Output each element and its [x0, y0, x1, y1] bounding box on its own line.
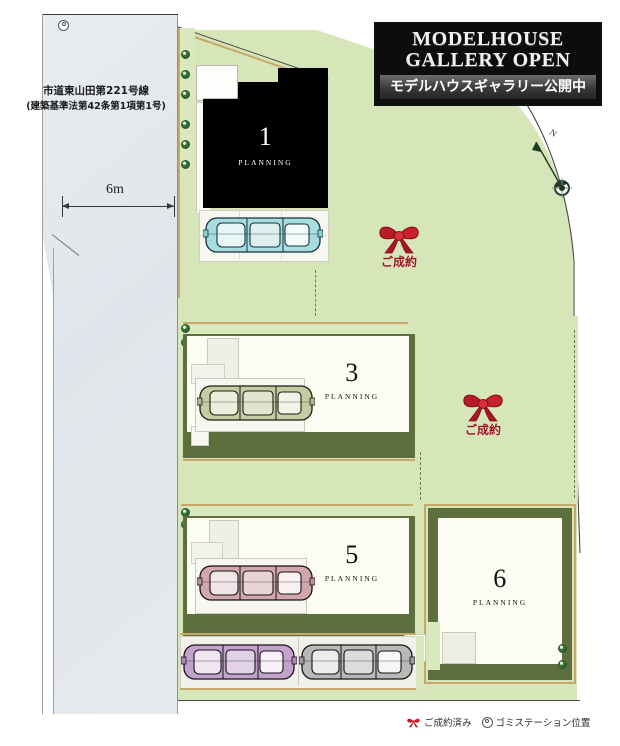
plant-icon	[558, 644, 567, 653]
lot-5-planning-label: PLANNING	[324, 574, 380, 583]
road-spec-text: (建築基準法第42条第1項第1号)	[26, 101, 166, 112]
lot-3-number-text: 3	[345, 358, 359, 387]
road-width-label: 6m	[106, 182, 124, 197]
lot-6-planning-label: PLANNING	[472, 598, 528, 607]
lot-1-number-text: 1	[258, 122, 273, 151]
site-south-boundary	[177, 700, 580, 701]
lot-1-group[interactable]: 1 PLANNING	[177, 20, 377, 298]
gallery-open-banner[interactable]: MODELHOUSE GALLERY OPEN モデルハウスギャラリー公開中	[374, 22, 602, 106]
lot-5-number: 5	[297, 542, 407, 568]
sold-mark-2: ご成約	[452, 390, 514, 438]
plant-icon	[181, 70, 190, 79]
lot-6-west-strip	[428, 622, 440, 670]
lot-5-tan-top	[181, 504, 413, 506]
road-area	[42, 14, 178, 714]
plant-icon	[181, 50, 190, 59]
banner-line-1: MODELHOUSE	[412, 28, 564, 50]
sold-mark-2-caption: ご成約	[464, 423, 501, 437]
dimension-arrow-right	[167, 202, 174, 209]
parcel-divider-dashed-3	[574, 330, 575, 498]
lot-5-group[interactable]: 5 PLANNING	[177, 502, 417, 642]
lot-3-number: 3	[297, 360, 407, 386]
legend: ご成約済み ゴミステーション位置	[406, 712, 606, 732]
car-icon-silver	[299, 639, 415, 685]
plant-icon	[181, 160, 190, 169]
road-kerb-vertical	[53, 248, 54, 714]
parcel-divider-dashed-1	[315, 270, 316, 316]
garbage-station-icon	[58, 20, 69, 31]
parking-row-tan-top	[180, 633, 416, 635]
banner-subtitle: モデルハウスギャラリー公開中	[380, 75, 596, 99]
ribbon-icon	[463, 394, 503, 422]
lot-1-number: 1	[203, 124, 328, 150]
lot-1-entry-pad	[196, 65, 238, 101]
lot-3-group[interactable]: 3 PLANNING	[177, 320, 417, 460]
lot-3-north-strip	[183, 325, 407, 334]
dimension-arrow-left	[62, 202, 69, 209]
compass-icon	[532, 141, 572, 198]
road-left-edge	[42, 14, 43, 714]
lot-6-number-text: 6	[493, 564, 507, 593]
lot-3-tan-top	[183, 322, 408, 324]
road-name-label: 市道東山田第221号線 (建築基準法第42条第1項第1号)	[6, 84, 186, 114]
sold-mark-1-caption: ご成約	[380, 255, 417, 269]
car-icon-teal	[203, 212, 323, 258]
dimension-line	[62, 206, 174, 207]
car-icon-rose	[197, 560, 315, 606]
site-lawn-middle-east	[560, 316, 578, 500]
lot-3-planning-label: PLANNING	[324, 392, 380, 401]
plant-icon	[181, 140, 190, 149]
lot-1-west-strip	[179, 28, 195, 170]
lot-5-north-strip	[183, 507, 407, 516]
lot-3-south-tan	[183, 459, 415, 461]
banner-line-2: GALLERY OPEN	[405, 49, 571, 71]
legend-item-sold: ご成約済み	[406, 715, 472, 729]
compass-north-arrow: N	[520, 127, 580, 198]
ribbon-icon	[407, 718, 420, 728]
lot-1-planning-label: PLANNING	[238, 158, 293, 167]
dimension-tick-left	[62, 196, 63, 217]
lot-6-group[interactable]: 6 PLANNING	[424, 504, 580, 688]
dimension-tick-right	[174, 196, 175, 217]
legend-item-garbage: ゴミステーション位置	[481, 715, 591, 729]
lot-6-tan-border	[424, 504, 576, 684]
plant-icon	[181, 324, 190, 333]
parking-row-tan-bottom	[180, 688, 416, 690]
lot-6-number: 6	[438, 566, 562, 592]
lot-5-number-text: 5	[345, 540, 359, 569]
ribbon-icon	[379, 226, 419, 254]
legend-label-garbage: ゴミステーション位置	[495, 718, 591, 729]
site-west-boundary	[177, 20, 178, 701]
legend-label-sold: ご成約済み	[424, 718, 472, 729]
lot-3-south-band	[183, 448, 415, 458]
road-name-text: 市道東山田第221号線	[43, 85, 149, 97]
car-icon-olive	[197, 380, 315, 426]
sold-mark-1: ご成約	[368, 222, 430, 270]
lot-6-parking-pad	[442, 632, 476, 664]
plant-icon	[181, 90, 190, 99]
road-top-edge	[42, 14, 178, 15]
car-icon-purple	[181, 639, 297, 685]
garbage-station-icon	[481, 716, 493, 728]
lot-1-west-tan-line	[178, 28, 180, 298]
plant-icon	[558, 660, 567, 669]
parcel-divider-dashed-2	[420, 452, 421, 500]
parking-divider	[298, 638, 299, 686]
parking-east-strip	[416, 636, 424, 688]
plant-icon	[181, 120, 190, 129]
